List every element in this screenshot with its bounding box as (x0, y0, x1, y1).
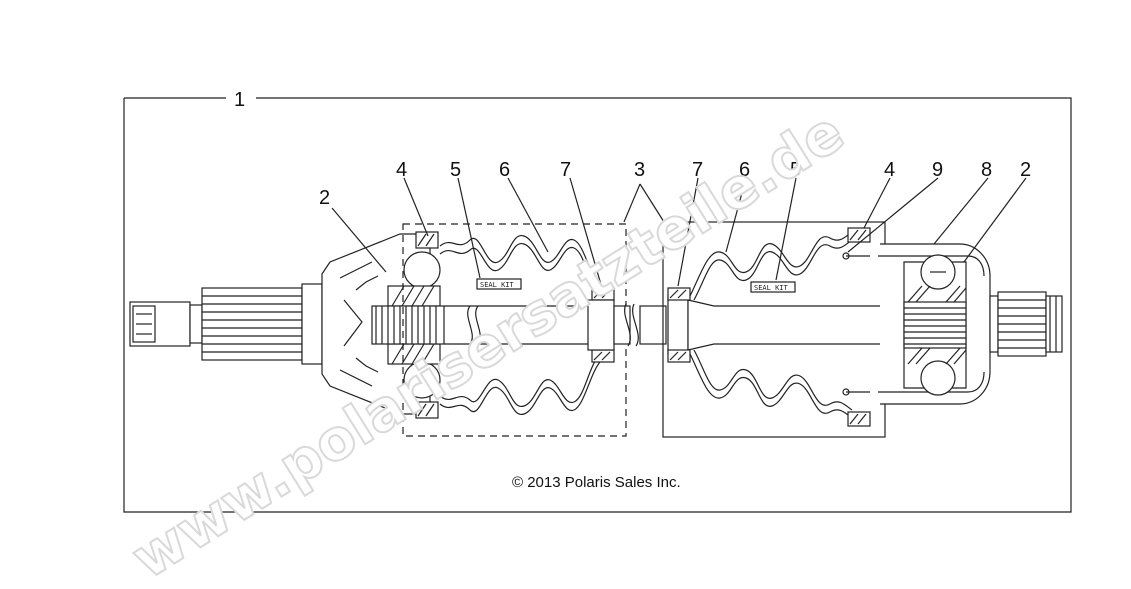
assembly-frame (123, 97, 1072, 513)
callout-left-joint: 2 (319, 187, 330, 209)
callout-circlip: 9 (932, 159, 943, 181)
right-ball-bottom (920, 360, 956, 396)
right-shaft (667, 295, 905, 355)
callout-housing: 8 (981, 159, 992, 181)
copyright-text: © 2013 Polaris Sales Inc. (512, 474, 681, 491)
left-seal-kit-tag: SEAL KIT (476, 278, 522, 290)
right-stub-shaft (989, 291, 1063, 357)
callout-left-boot: 6 (499, 159, 510, 181)
left-ball-top (403, 251, 441, 289)
callout-left-clamp: 4 (396, 159, 407, 181)
callout-right-small-clamp: 5 (790, 159, 801, 181)
callout-labels: 1 2 4 5 6 7 3 7 6 5 4 9 8 2 (234, 89, 1031, 209)
right-small-clamp (667, 287, 691, 363)
left-small-clamp (591, 287, 615, 363)
right-seal-kit-tag: SEAL KIT (750, 281, 796, 293)
left-seal-kit-text: SEAL KIT (480, 281, 515, 289)
callout-left-ring: 7 (560, 159, 571, 181)
right-boot-clamp (847, 227, 871, 427)
left-boot (439, 235, 609, 415)
left-stub-shaft (129, 283, 323, 365)
callout-right-boot: 6 (739, 159, 750, 181)
callout-right-ring: 7 (692, 159, 703, 181)
center-shaft (444, 299, 667, 351)
right-cv-joint (842, 243, 991, 405)
callout-assembly: 1 (234, 89, 245, 111)
right-boot (689, 231, 853, 419)
leader-lines (331, 177, 1027, 289)
right-seal-kit-text: SEAL KIT (754, 284, 789, 292)
callout-right-joint: 2 (1020, 159, 1031, 181)
callout-left-small-clamp: 5 (450, 159, 461, 181)
left-boot-clamp (415, 231, 439, 419)
callout-right-clamp: 4 (884, 159, 895, 181)
callout-shaft: 3 (634, 159, 645, 181)
